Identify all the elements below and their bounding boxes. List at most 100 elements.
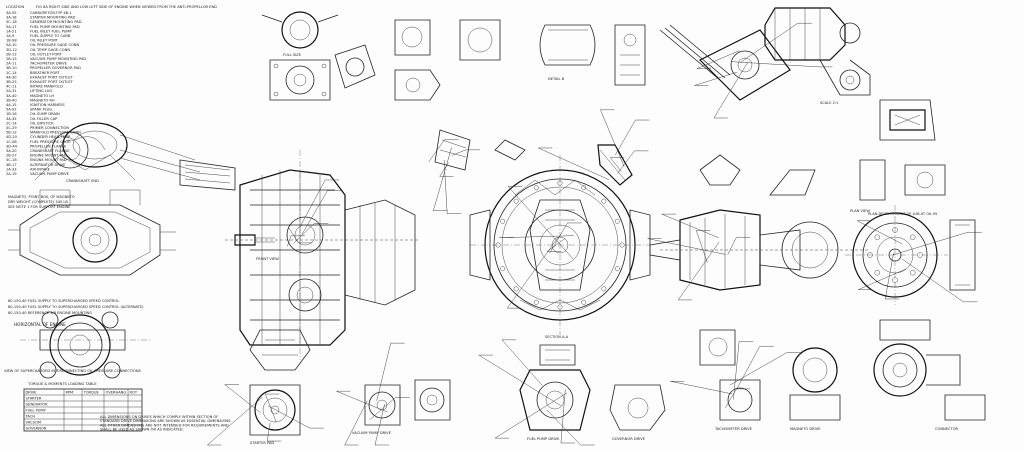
bolt-hole [614, 266, 620, 272]
leader-lines [207, 22, 982, 446]
legend-text: VACUUM PUMP MOUNTING PAD [30, 57, 86, 61]
leader-line [647, 238, 726, 255]
legend-code: 2C-14 [6, 121, 17, 125]
legend-block: LOCATION FIG 6A RIGHT SIDE AND LOW LEFT … [6, 5, 217, 176]
bolt-hole [581, 299, 587, 305]
legend-code: 5A-02 [6, 108, 17, 112]
legend-code: 3B-10 [6, 66, 17, 70]
leader-line [549, 222, 568, 254]
legend-text: IGNITION HARNESS [30, 103, 65, 107]
legend-code: 3C-18 [6, 158, 17, 162]
leader-line [560, 389, 566, 444]
legend-code: 3A-18 [6, 16, 17, 20]
bolt-hole [495, 242, 501, 248]
side-view-left: CRANKSHAFT END [8, 131, 176, 276]
magneto-note: MAGNETO, POINT BOX, OF MAGNETO [8, 195, 75, 199]
legend-code: 5C-18 [6, 20, 17, 24]
bolt-ring [495, 180, 625, 310]
bolt-hole [619, 242, 625, 248]
remark-3: 80-150-40 REFERENCE 3/8 ENGINE MOUNTING [8, 311, 92, 315]
horizontal-note: HORIZONTAL OF ENGINE [14, 322, 66, 327]
legend-code: 5A-17 [6, 25, 17, 29]
table-header-cell: RPM [66, 390, 74, 394]
legend-text: STARTER MOUNTING PAD [30, 16, 76, 20]
section-a-label: SECTION A-A [545, 335, 569, 339]
leader-line [893, 232, 968, 256]
leader-line [615, 119, 636, 156]
leader-line [617, 150, 635, 174]
supercharger-view-note: VIEW OF SUPERCHARGED INTERCONNECTING OIL… [4, 369, 142, 373]
tach-drive-label: TACHOMETER DRIVE [714, 427, 753, 431]
bolt-hole [601, 286, 607, 292]
bolt-hole [557, 180, 563, 186]
leader-line [736, 346, 761, 389]
legend-text: ALTERNATOR DRIVE [30, 163, 66, 167]
legend-text: INTAKE MANIFOLD [30, 85, 63, 89]
legend-text: ENGINE MOUNT PAD [30, 158, 67, 162]
flange-bolt-hole [874, 269, 881, 276]
legend-code: 5A-10 [6, 43, 17, 47]
leader-line [344, 400, 368, 446]
legend-code: 3B-40 [6, 98, 17, 102]
horizontal-engine-view [20, 311, 150, 379]
legend-code: 3A-55 [6, 11, 17, 15]
legend-code: 3A-35 [6, 117, 17, 121]
legend-code: 2B-27 [6, 154, 17, 158]
legend-text: AIR INTAKE [30, 167, 51, 171]
bolt-hole [614, 218, 620, 224]
top-center-parts: DETAIL B [459, 19, 791, 101]
legend-text: FUEL SUPPLY TO CARB [30, 34, 71, 38]
torque-table-frame [23, 388, 143, 432]
flange-bolts [867, 227, 923, 283]
leader-line [507, 236, 559, 309]
legend-code: 4A-15 [6, 103, 17, 107]
top-left-parts: FULL SIZE [261, 11, 441, 101]
valve-covers [434, 129, 633, 186]
legend-text: EXHAUST PORT OUTLET [30, 80, 74, 84]
legend-text: SPARK PLUG [30, 108, 52, 112]
leader-line [696, 230, 708, 263]
leader-line [661, 213, 719, 238]
torque-table-title: TORQUE & MOMENTS LOADING TABLE [27, 382, 97, 386]
bolt-hole [581, 185, 587, 191]
legend-text: FUEL PUMP MOUNTING PAD [30, 25, 80, 29]
legend-code: 2A-11 [6, 62, 17, 66]
legend-text: LIFTING LUG [30, 89, 52, 93]
legend-code: 1C-08 [6, 140, 17, 144]
table-cell: FUEL PUMP [26, 408, 47, 412]
right-top-parts: PLAN VIEW [850, 99, 946, 213]
leader-line [224, 384, 262, 414]
prop-flange-label: PLAN DEVELOPMENT OF LUB AT OIL IN [868, 212, 937, 216]
legend-code: 2B-15 [6, 57, 17, 61]
legend-code: 4A-30 [6, 75, 17, 79]
legend-code: 5A-20 [6, 149, 17, 153]
leader-line [713, 61, 749, 119]
flange-bolt-hole [874, 234, 881, 241]
crankshaft-end-label: CRANKSHAFT END [66, 179, 99, 183]
table-cell: TACH [25, 414, 36, 418]
legend-text: OIL SUMP DRAIN [30, 112, 60, 116]
legend-text: OIL INLET PORT [30, 39, 59, 43]
bolt-hole [601, 198, 607, 204]
legend-code: 1A-33 [6, 167, 17, 171]
leader-line [508, 186, 574, 260]
leader-line [696, 50, 740, 69]
leader-line [265, 393, 277, 423]
table-header-cell: OVERHANG [106, 390, 127, 394]
table-header-cell: ROT [130, 390, 138, 394]
leader-line [902, 259, 964, 303]
leader-line [336, 390, 388, 413]
leader-line [546, 409, 581, 446]
legend-text: CYLINDER HEAD TEMP [30, 135, 71, 139]
legend-text: CARBURETOR-TYP 4B-1 [30, 11, 72, 15]
leader-line [369, 397, 396, 420]
legend-code: 2B-12 [6, 52, 17, 56]
remark-1: 80-150-40 FUEL SUPPLY TO SUPERCHARGED SP… [8, 299, 119, 303]
leader-line [600, 109, 625, 167]
table-cell: GENERATOR [26, 402, 49, 406]
legend-text: FUEL INLET FUEL PUMP [30, 29, 72, 33]
